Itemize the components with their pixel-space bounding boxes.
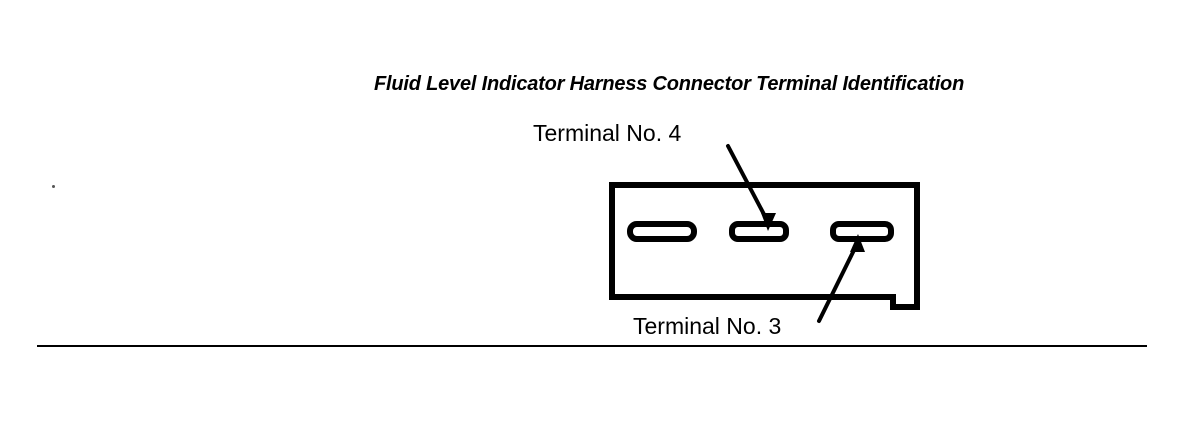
callout-label-terminal-4: Terminal No. 4 (533, 120, 682, 146)
scan-artifact-speck (52, 185, 55, 188)
leader-line-terminal-3 (817, 242, 859, 323)
terminal-slot-left (627, 221, 697, 242)
connector-body-outline (609, 182, 920, 310)
terminal-slot-right-no-3 (830, 221, 894, 242)
leader-arrowhead-terminal-3 (850, 234, 865, 252)
figure-title: Fluid Level Indicator Harness Connector … (374, 73, 965, 95)
terminal-slot-center-no-4 (729, 221, 789, 242)
leader-arrowhead-terminal-4 (761, 213, 776, 231)
leader-line-terminal-4 (726, 144, 770, 224)
callout-label-terminal-3: Terminal No. 3 (633, 313, 782, 339)
